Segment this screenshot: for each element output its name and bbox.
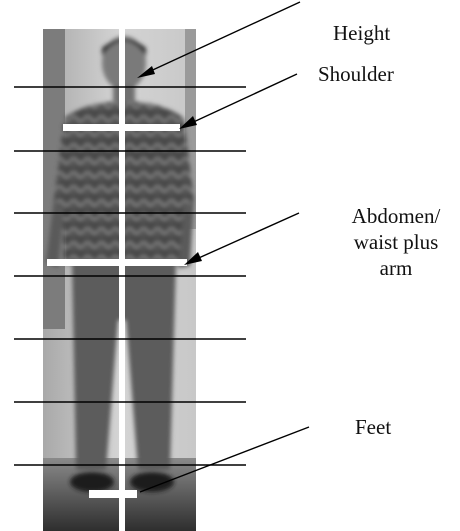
waist-bar xyxy=(47,259,187,266)
height-label: Height xyxy=(333,20,390,46)
waist-label-line-1: Abdomen/ xyxy=(331,203,460,229)
waist-label-line-3: arm xyxy=(331,255,460,281)
waist-arrow xyxy=(184,213,299,265)
feet-label: Feet xyxy=(355,414,391,440)
waist-label-line-2: waist plus xyxy=(331,229,460,255)
shoulder-label: Shoulder xyxy=(318,61,394,87)
abdomen-waist-arm-label: Abdomen/ waist plus arm xyxy=(331,203,460,281)
shoulder-bar xyxy=(63,124,180,131)
shoulder-arrow xyxy=(179,74,297,129)
feet-bar xyxy=(89,490,137,498)
